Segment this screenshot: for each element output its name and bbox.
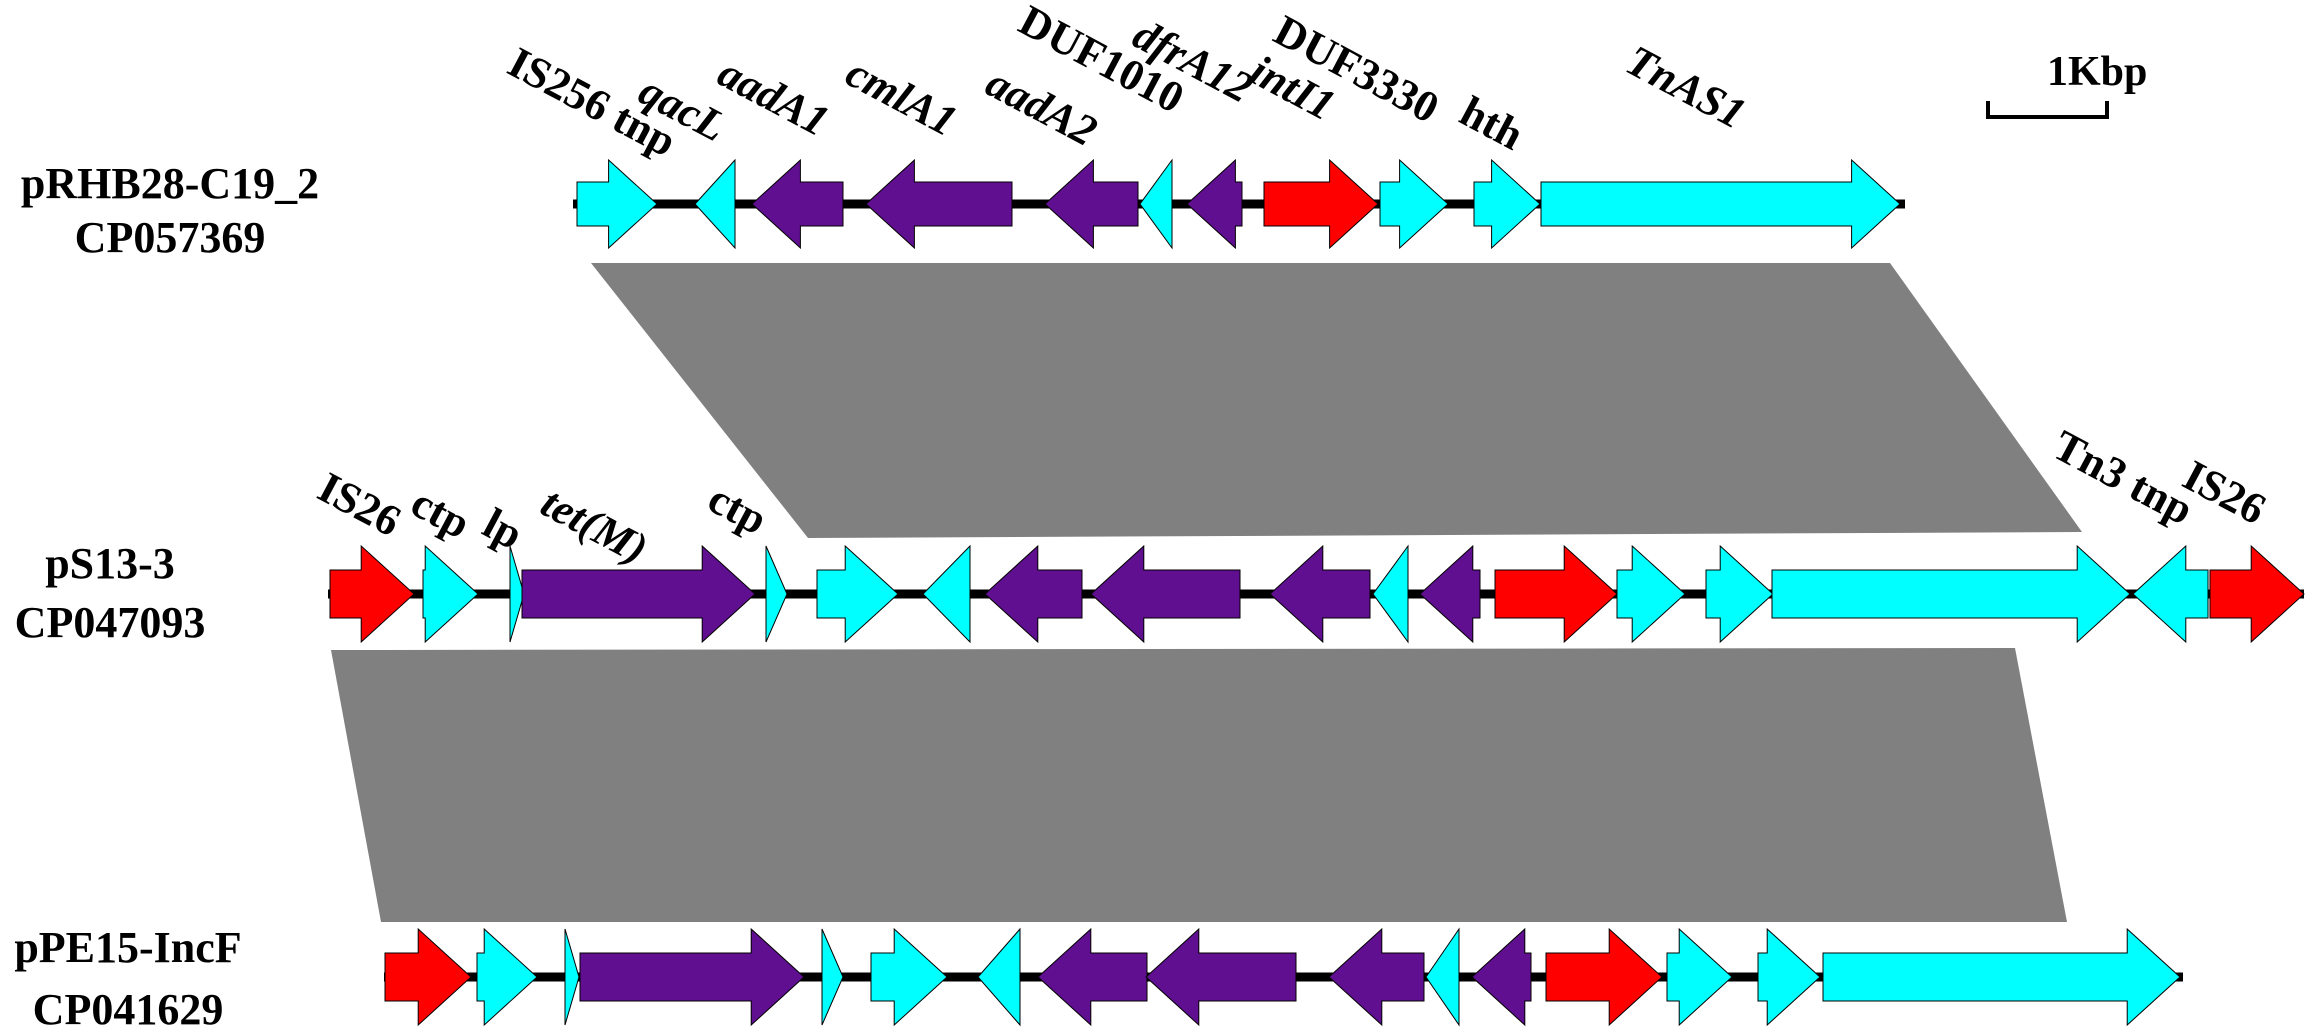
- gene-arrow-track1-6: [1139, 158, 1173, 250]
- gene-arrow-track1-8: [1263, 158, 1379, 250]
- gene-arrow-track2-4: [521, 544, 756, 644]
- gene-arrow-track2-18: [2209, 544, 2305, 644]
- track-1-title: pRHB28-C19_2 CP057369: [21, 159, 319, 262]
- gene-arrow-track3-5: [821, 928, 844, 1026]
- gene-label-track1-10: hth: [1452, 87, 1531, 160]
- gene-arrow-track1-2: [694, 158, 736, 250]
- gene-arrow-track2-10: [1269, 544, 1371, 644]
- gene-arrow-track2-11: [1372, 544, 1409, 644]
- track-3-accession: CP041629: [33, 985, 224, 1034]
- gene-label-track1-3: aadA1: [710, 48, 837, 146]
- gene-arrow-track2-2: [422, 544, 479, 644]
- track-3-genes: [384, 927, 2181, 1027]
- gene-arrow-track3-9: [1145, 927, 1297, 1027]
- gene-arrow-track1-4: [865, 158, 1013, 250]
- scale-bar-label: 1Kbp: [2047, 49, 2147, 95]
- gene-label-track2-18: IS26: [2175, 451, 2274, 534]
- gene-arrow-track3-2: [476, 927, 538, 1027]
- gene-label-track2-5: ctp: [700, 474, 775, 545]
- track-1-accession: CP057369: [75, 213, 266, 262]
- gene-arrow-track3-16: [1822, 927, 2181, 1027]
- gene-arrow-track1-11: [1540, 158, 1901, 250]
- gene-arrow-track2-15: [1705, 544, 1774, 644]
- track-3-name: pPE15-IncF: [14, 923, 241, 972]
- gene-arrow-track2-17: [2132, 544, 2209, 644]
- gene-arrow-track2-7: [922, 544, 971, 644]
- gene-arrow-track3-14: [1666, 927, 1733, 1027]
- gene-label-track2-3: lp: [475, 499, 530, 559]
- gene-arrow-track1-10: [1473, 158, 1541, 250]
- gene-arrow-track2-14: [1616, 544, 1686, 644]
- gene-arrow-track3-8: [1037, 927, 1148, 1027]
- scale-bar-line: [1986, 101, 2109, 119]
- gene-label-track2-2: ctp: [403, 478, 478, 549]
- gene-arrow-track3-4: [579, 927, 805, 1027]
- gene-arrow-track2-9: [1090, 544, 1241, 644]
- gene-arrow-track1-5: [1044, 158, 1139, 250]
- homology-block-2-3: [331, 648, 2067, 922]
- gene-label-track1-11: TnAS1: [1618, 36, 1753, 139]
- gene-arrow-track3-15: [1757, 927, 1821, 1027]
- gene-arrow-track1-9: [1379, 158, 1449, 250]
- gene-arrow-track1-7: [1186, 158, 1243, 250]
- gene-arrow-track3-7: [977, 927, 1021, 1027]
- gene-arrow-track2-12: [1419, 544, 1481, 644]
- gene-arrow-track1-1: [576, 158, 658, 250]
- track-2-accession: CP047093: [15, 598, 206, 647]
- scale-bar: 1Kbp: [1986, 49, 2147, 119]
- gene-arrow-track2-5: [765, 545, 788, 643]
- homology-block-1-2: [591, 263, 2082, 538]
- gene-arrow-track1-3: [751, 158, 844, 250]
- gene-arrow-track3-12: [1471, 927, 1532, 1027]
- track-2-title: pS13-3 CP047093: [15, 539, 206, 647]
- gene-arrow-track3-13: [1545, 927, 1663, 1027]
- gene-label-track2-4: tet(M): [533, 478, 655, 574]
- gene-arrow-track2-16: [1771, 544, 2131, 644]
- gene-arrow-track2-8: [984, 544, 1083, 644]
- gene-arrow-track3-6: [870, 927, 948, 1027]
- gene-arrow-track3-1: [384, 927, 472, 1027]
- gene-arrow-track3-11: [1425, 927, 1460, 1027]
- gene-arrow-track2-6: [816, 544, 899, 644]
- gene-arrow-track2-1: [329, 544, 415, 644]
- track-3-title: pPE15-IncF CP041629: [14, 923, 241, 1034]
- gene-label-track1-4: cmlA1: [838, 48, 965, 146]
- track-1-name: pRHB28-C19_2: [21, 159, 319, 208]
- gene-arrow-track2-3: [509, 545, 525, 643]
- gene-arrow-track2-13: [1494, 544, 1618, 644]
- gene-arrow-track3-3: [564, 928, 580, 1026]
- gene-arrow-track3-10: [1328, 927, 1425, 1027]
- gene-label-track2-1: IS26: [310, 463, 409, 546]
- track-2-name: pS13-3: [45, 539, 175, 588]
